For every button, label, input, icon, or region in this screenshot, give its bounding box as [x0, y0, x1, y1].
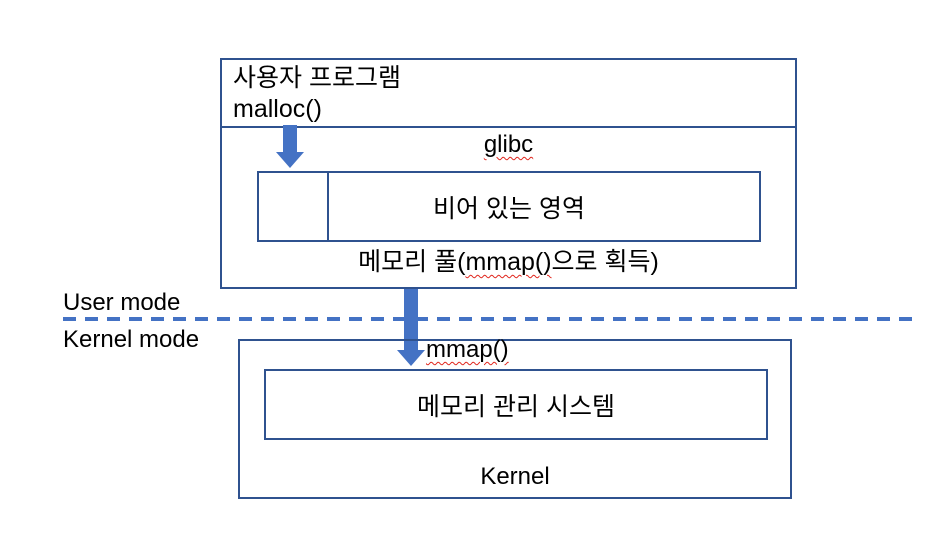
malloc-call-label: malloc(): [233, 95, 322, 123]
malloc-arrow-stem: [283, 125, 297, 153]
pool-caption-mmap: mmap(): [465, 248, 552, 276]
glibc-label: glibc: [483, 131, 534, 158]
user-program-box: 사용자 프로그램 malloc(): [220, 58, 797, 128]
mode-boundary-line: [63, 317, 918, 321]
kernel-box: [238, 339, 792, 499]
allocated-cell: [259, 173, 329, 240]
user-mode-label: User mode: [63, 289, 181, 316]
user-program-title: 사용자 프로그램: [233, 64, 401, 92]
pool-caption-suffix: 으로 획득): [551, 248, 659, 276]
memory-management-box: 메모리 관리 시스템: [264, 369, 768, 440]
empty-region-cell: [329, 173, 759, 240]
malloc-arrow-head: [276, 152, 304, 168]
memory-management-label: 메모리 관리 시스템: [417, 392, 615, 421]
mmap-call-label: mmap(): [426, 336, 509, 363]
pool-caption-prefix: 메모리 풀(: [358, 248, 466, 276]
mmap-arrow-head: [397, 350, 425, 366]
memory-pool-box: [257, 171, 761, 242]
memory-pool-caption: 메모리 풀(mmap()으로 획득): [220, 247, 797, 278]
kernel-mode-label: Kernel mode: [63, 326, 200, 353]
kernel-label: Kernel: [480, 463, 550, 490]
mmap-arrow-stem: [404, 289, 418, 351]
glibc-box: [220, 126, 797, 289]
